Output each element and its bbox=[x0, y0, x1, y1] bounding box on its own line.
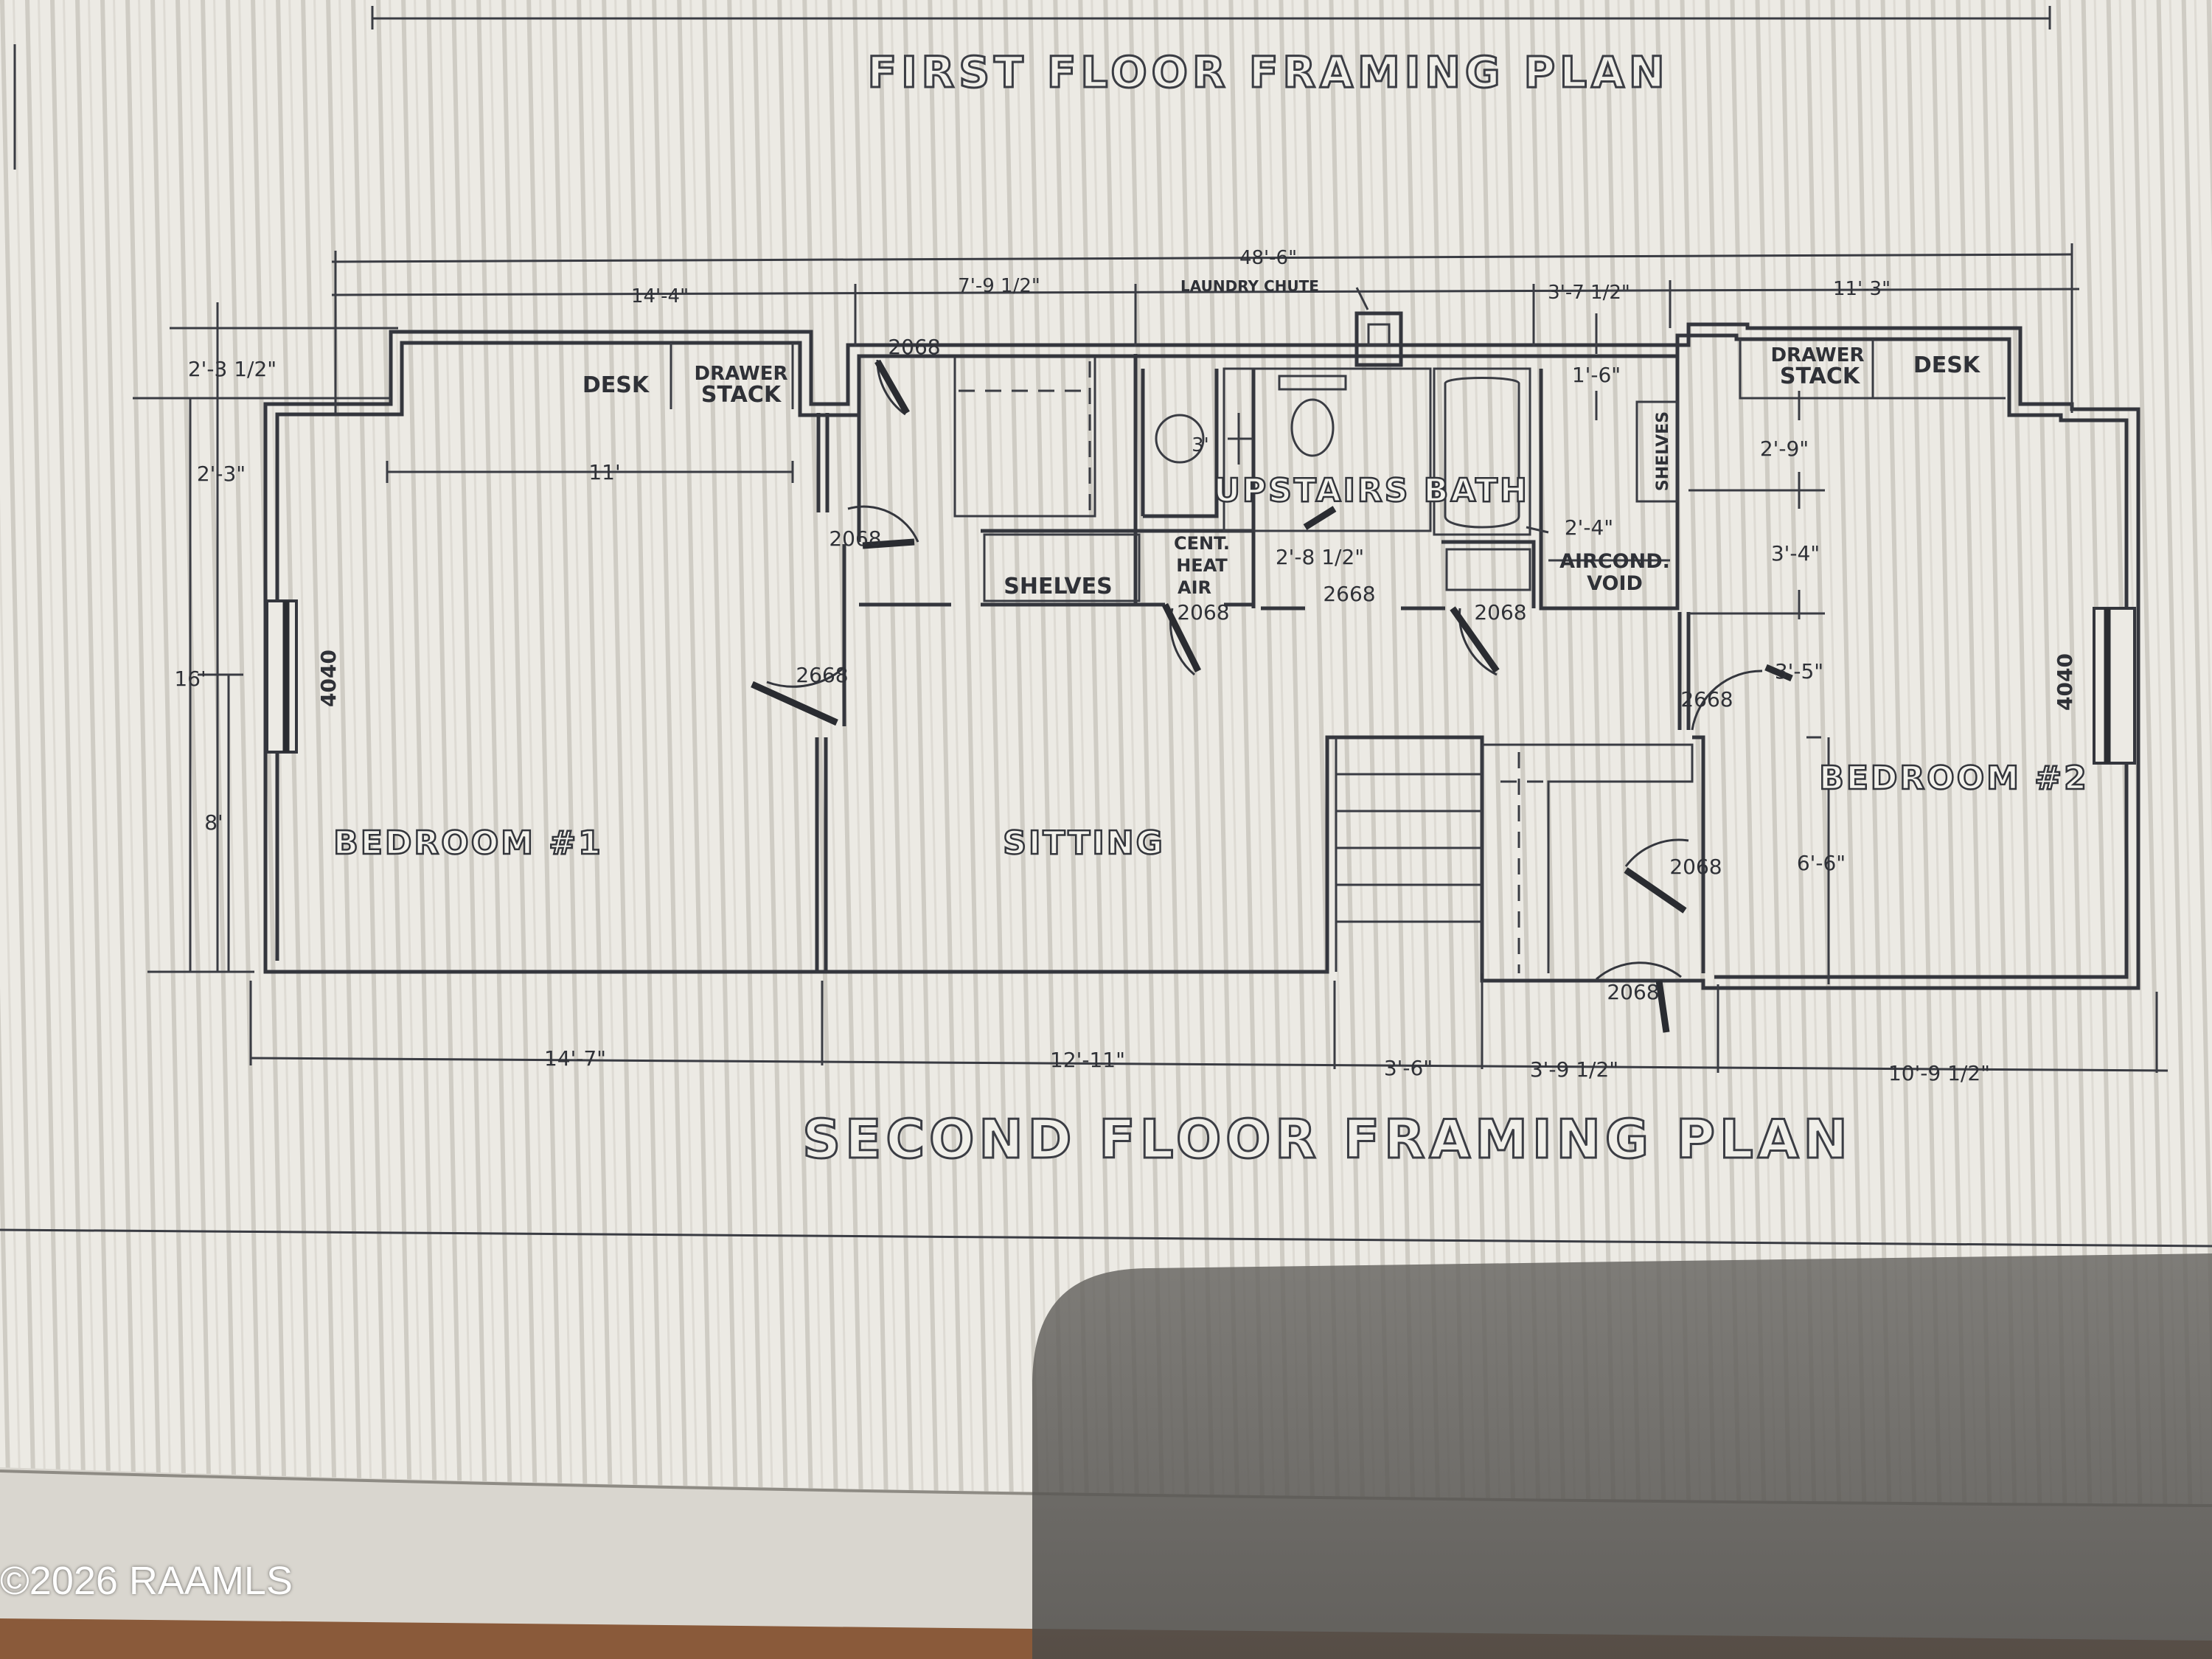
room-bedroom-1: BEDROOM #1 bbox=[333, 824, 602, 862]
label-heat: HEAT bbox=[1176, 555, 1228, 576]
label-cent: CENT. bbox=[1174, 533, 1230, 554]
window-right bbox=[2093, 607, 2136, 765]
door-size-2: 2068 bbox=[829, 526, 881, 551]
room-sitting: SITTING bbox=[1003, 824, 1164, 862]
label-void: VOID bbox=[1587, 572, 1643, 595]
door-size-6: 2068 bbox=[1474, 600, 1526, 625]
label-shelves-vertical: SHELVES bbox=[1654, 411, 1672, 491]
room-bedroom-2: BEDROOM #2 bbox=[1819, 759, 2088, 797]
door-size-5: 2668 bbox=[1323, 582, 1375, 606]
laundry-chute-box bbox=[1354, 311, 1403, 367]
dim-r-3-4: 3'-4" bbox=[1771, 541, 1820, 566]
label-window-right: 4040 bbox=[2053, 653, 2077, 711]
dim-bath: 2'-8 1/2" bbox=[1276, 545, 1364, 569]
dim-top-3: 3'-7 1/2" bbox=[1548, 282, 1630, 304]
copyright-watermark: ©2026 RAAMLS bbox=[0, 1559, 293, 1603]
room-upstairs-bath: UPSTAIRS BATH bbox=[1214, 472, 1529, 509]
dim-bot-5: 10'-9 1/2" bbox=[1888, 1061, 1990, 1085]
label-desk-right: DESK bbox=[1913, 352, 1981, 378]
label-stack-left: STACK bbox=[701, 382, 782, 408]
door-size-4: 2068 bbox=[1177, 600, 1229, 625]
outer-wall-inner bbox=[275, 333, 2129, 979]
door-size-7: 2668 bbox=[1680, 687, 1733, 712]
first-floor-title: FIRST FLOOR FRAMING PLAN bbox=[867, 47, 1669, 97]
dim-r-1-6: 1'-6" bbox=[1572, 363, 1621, 387]
dim-left-3: 16' bbox=[174, 667, 206, 691]
dim-left-2: 2'-3" bbox=[197, 462, 246, 486]
dim-r-3-5: 3'-5" bbox=[1775, 659, 1823, 684]
dim-top-2: 7'-9 1/2" bbox=[958, 275, 1040, 297]
doors bbox=[751, 359, 1793, 1033]
label-laundry-chute: LAUNDRY CHUTE bbox=[1180, 277, 1319, 295]
dim-r-2-4: 2'-4" bbox=[1565, 515, 1613, 540]
dim-overall-top: 48'-6" bbox=[1239, 247, 1297, 269]
dim-left-4: 8' bbox=[204, 810, 223, 835]
window-left bbox=[265, 599, 298, 754]
door-size-8: 2068 bbox=[1669, 855, 1722, 879]
label-shelves: SHELVES bbox=[1004, 574, 1113, 599]
label-aircond: AIRCOND. bbox=[1559, 550, 1670, 573]
dim-bot-1: 14'-7" bbox=[544, 1046, 606, 1071]
dim-bot-3: 3'-6" bbox=[1384, 1056, 1433, 1080]
stairs bbox=[1327, 735, 1482, 972]
dim-inner-11: 11' bbox=[588, 460, 620, 484]
label-desk-left: DESK bbox=[582, 372, 650, 398]
door-size-3: 2668 bbox=[796, 663, 848, 687]
label-air: AIR bbox=[1178, 577, 1211, 598]
dim-bot-2: 12'-11" bbox=[1050, 1048, 1125, 1072]
label-drawer-left: DRAWER bbox=[694, 363, 787, 385]
dimension-lines bbox=[133, 243, 2168, 1073]
dim-bot-4: 3'-9 1/2" bbox=[1530, 1057, 1618, 1082]
dim-r-6-6: 6'-6" bbox=[1797, 851, 1846, 875]
dim-left-1: 2'-3 1/2" bbox=[188, 357, 276, 381]
label-window-left: 4040 bbox=[316, 650, 341, 707]
label-drawer-right: DRAWER bbox=[1770, 344, 1864, 366]
dim-top-4: 11'-3" bbox=[1833, 278, 1891, 300]
dim-r-2-9: 2'-9" bbox=[1760, 437, 1809, 461]
hand-shadow bbox=[1032, 1253, 2212, 1659]
second-floor-title: SECOND FLOOR FRAMING PLAN bbox=[802, 1108, 1851, 1170]
label-stack-right: STACK bbox=[1780, 364, 1861, 389]
door-size-9: 2068 bbox=[1607, 980, 1659, 1004]
door-size-1: 2068 bbox=[888, 335, 940, 359]
dim-top-1: 14'-4" bbox=[631, 285, 689, 307]
dim-toilet-3: 3' bbox=[1192, 434, 1209, 456]
